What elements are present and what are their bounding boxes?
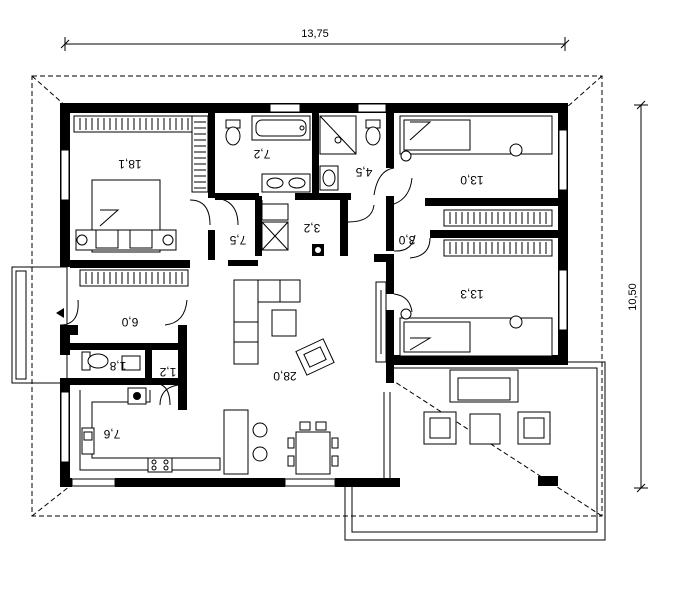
room-area-kitchen: 7,6	[103, 427, 120, 441]
dining-table	[287, 421, 339, 475]
room-area-living: 28,0	[273, 369, 297, 383]
entrance-porch	[11, 266, 68, 384]
wc: 1,8	[81, 351, 141, 373]
single-bed-top	[399, 115, 553, 162]
bedroom-top-right: 13,0	[399, 115, 553, 227]
armchair	[295, 338, 335, 376]
double-bed	[75, 179, 177, 253]
entrance-arrow-icon	[56, 308, 64, 318]
living-room: 28,0	[233, 279, 387, 475]
room-area-bedroom-top-right: 13,0	[460, 173, 484, 187]
terrace-table	[469, 413, 501, 445]
room-area-bathroom: 7,2	[253, 147, 270, 161]
height-dimension: 10,50	[627, 100, 648, 493]
doors	[59, 167, 431, 478]
shower-room: 3,2	[261, 203, 324, 256]
double-sink	[261, 173, 311, 193]
width-dimension: 13,75	[60, 28, 570, 51]
closet-side	[191, 115, 209, 193]
room-area-shower: 3,2	[303, 221, 320, 235]
roof-outline	[31, 75, 603, 517]
kitchen-island	[223, 409, 249, 475]
room-area-pantry: 1,2	[159, 365, 176, 379]
ventilation-fan-icon	[127, 387, 147, 405]
room-area-wc: 1,8	[109, 359, 126, 373]
stove	[147, 457, 173, 473]
room-area-bedroom-left: 18,1	[118, 157, 142, 171]
bathroom: 7,2	[225, 115, 311, 193]
entrance-hall: 6,0	[79, 269, 189, 329]
terrace-armchair-left	[423, 411, 457, 445]
toilet-2	[365, 119, 381, 146]
coffee-table	[271, 309, 297, 337]
room-area-bedroom-bottom-right: 13,3	[460, 287, 484, 301]
bedroom-bottom-right: 13,3	[399, 239, 553, 357]
room-area-entrance: 6,0	[121, 315, 138, 329]
room-area-hall: 7,5	[229, 233, 246, 247]
height-dimension-label: 10,50	[627, 283, 639, 311]
terrace	[344, 361, 606, 541]
width-dimension-label: 13,75	[301, 28, 329, 40]
bedroom-left: 18,1	[73, 115, 209, 253]
single-bed-bottom	[399, 308, 553, 357]
room-area-bathroom-2: 4,5	[355, 165, 372, 179]
interior-walls	[70, 110, 565, 410]
bathroom-2: 4,5	[319, 115, 381, 191]
terrace-sofa	[449, 369, 519, 403]
kitchen: 7,6	[79, 387, 268, 475]
room-area-corridor: 3,0	[398, 233, 415, 247]
windows	[60, 103, 568, 487]
terrace-armchair-right	[517, 411, 551, 445]
toilet	[225, 119, 241, 146]
corner-sofa	[233, 279, 301, 365]
